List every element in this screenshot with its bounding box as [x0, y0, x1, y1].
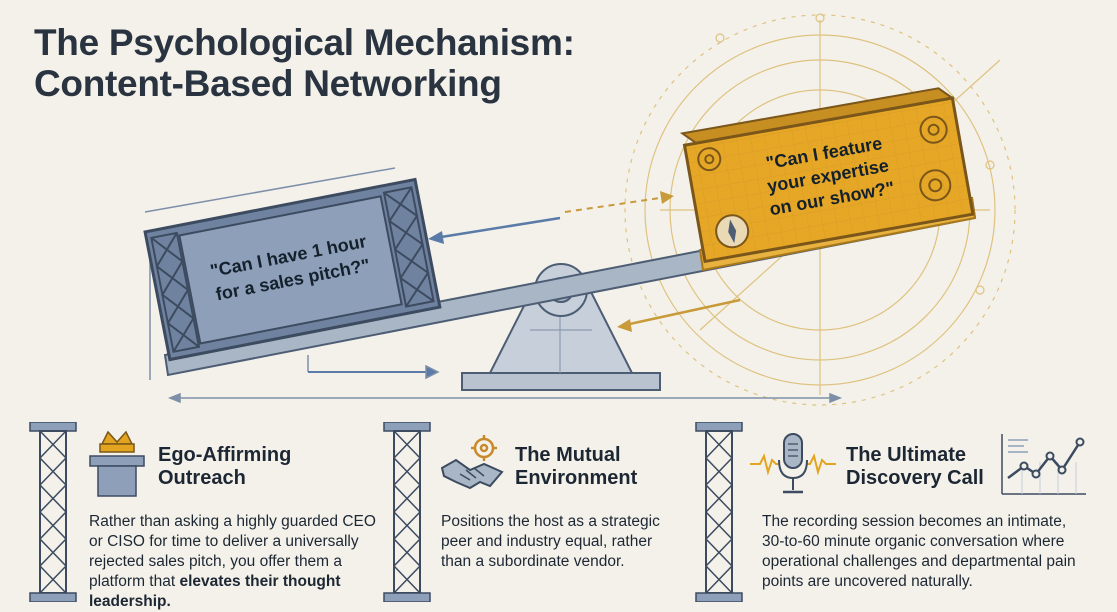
- page-title: The Psychological Mechanism: Content-Bas…: [34, 22, 575, 104]
- column-2-heading-line-1: The Mutual: [515, 444, 621, 466]
- microphone-icon: [750, 433, 836, 494]
- title-line-1: The Psychological Mechanism:: [34, 22, 575, 63]
- column-1-heading-line-2: Outreach: [158, 467, 246, 489]
- column-2-body-text: Positions the host as a strategic peer a…: [441, 513, 660, 570]
- heavy-sales-pitch-box: "Can I have 1 hour for a sales pitch?": [143, 177, 442, 362]
- growth-chart-icon: [1001, 434, 1086, 495]
- gear-icon: [697, 115, 952, 202]
- column-3-body-text: The recording session becomes an intimat…: [762, 513, 1076, 590]
- light-feature-box: "Can I feature your expertise on our sho…: [679, 87, 975, 264]
- column-3-heading-line-2: Discovery Call: [846, 467, 984, 489]
- pillar-icon-3: [695, 422, 743, 602]
- pillar-icon-2: [383, 422, 431, 602]
- column-2-heading-line-2: Environment: [515, 467, 638, 489]
- column-1-heading-line-1: Ego-Affirming: [158, 444, 292, 466]
- title-line-2: Content-Based Networking: [34, 63, 502, 104]
- column-3-body: The recording session becomes an intimat…: [762, 512, 1092, 592]
- column-1-heading: Ego-Affirming Outreach: [158, 444, 291, 490]
- crown-podium-icon: [89, 430, 145, 497]
- seesaw-illustration: "Can I have 1 hour for a sales pitch?" "…: [143, 13, 1016, 406]
- force-arrows: [428, 191, 741, 332]
- pillar-icon-1: [29, 422, 77, 602]
- column-1-body: Rather than asking a highly guarded CEO …: [89, 512, 379, 612]
- column-2-heading: The Mutual Environment: [515, 444, 637, 490]
- column-1-body-text: Rather than asking a highly guarded CEO …: [89, 513, 376, 590]
- compass-icon: [715, 214, 750, 249]
- column-2-body: Positions the host as a strategic peer a…: [441, 512, 681, 572]
- column-3-heading: The Ultimate Discovery Call: [846, 444, 984, 490]
- handshake-gear-icon: [440, 435, 504, 490]
- column-3-heading-line-1: The Ultimate: [846, 444, 967, 466]
